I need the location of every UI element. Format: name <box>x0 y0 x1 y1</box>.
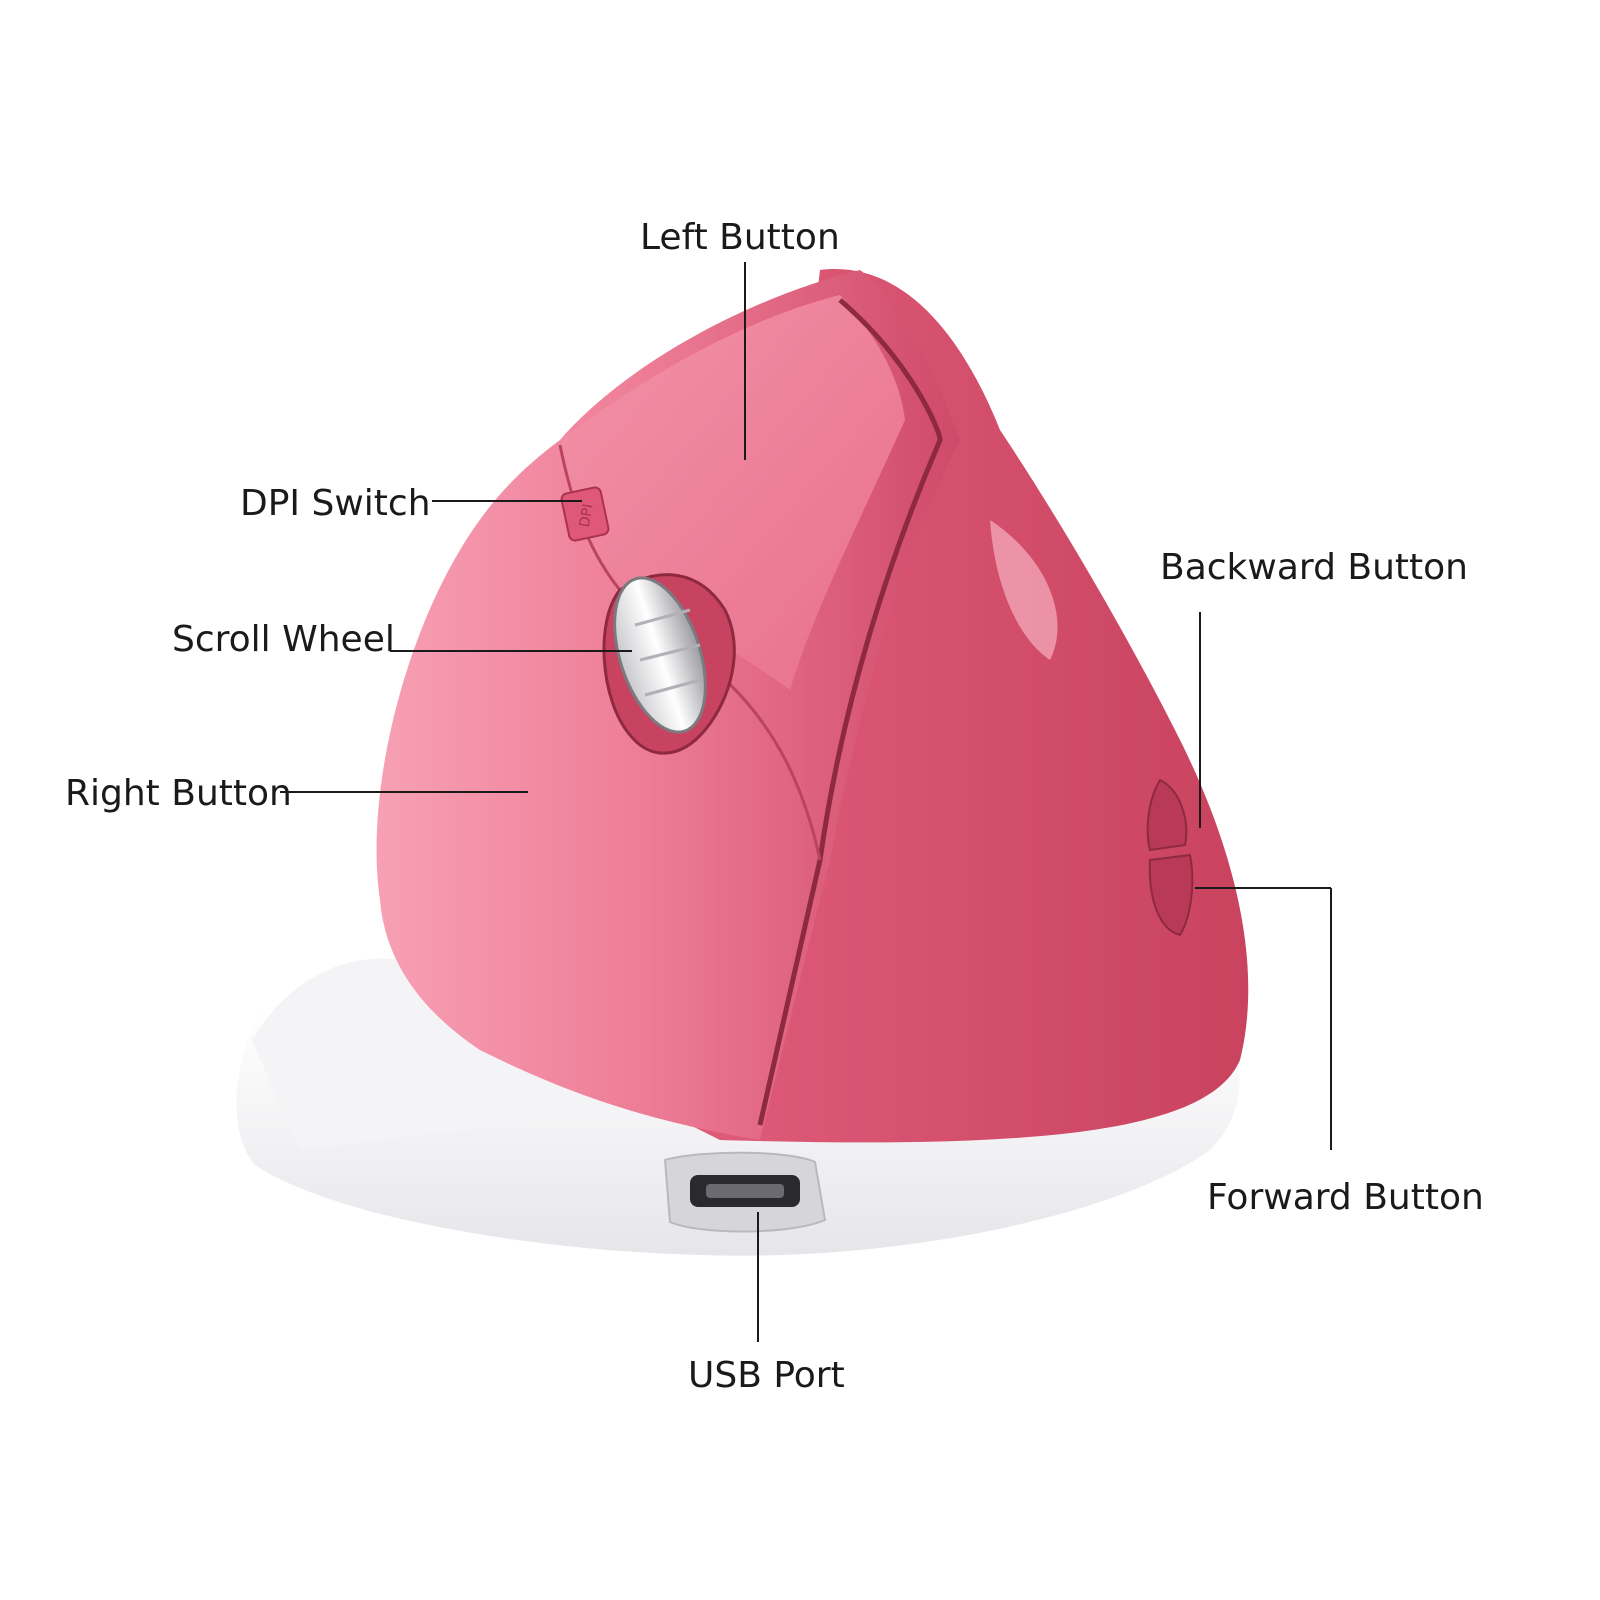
label-backward-button: Backward Button <box>1160 547 1468 588</box>
usb-port-shape <box>663 1151 827 1233</box>
dpi-switch-shape: DPI <box>560 486 610 542</box>
scroll-wheel-shape <box>613 576 707 734</box>
forward-button-shape <box>1148 853 1194 937</box>
label-left-button: Left Button <box>640 217 840 258</box>
label-scroll-wheel: Scroll Wheel <box>172 619 395 660</box>
leader-lines <box>280 262 1332 1342</box>
label-forward-button: Forward Button <box>1207 1177 1484 1218</box>
svg-text:DPI: DPI <box>577 503 597 529</box>
label-dpi-switch: DPI Switch <box>240 483 431 524</box>
label-usb-port: USB Port <box>688 1355 845 1396</box>
backward-button-shape <box>1146 778 1188 852</box>
label-right-button: Right Button <box>65 773 292 814</box>
